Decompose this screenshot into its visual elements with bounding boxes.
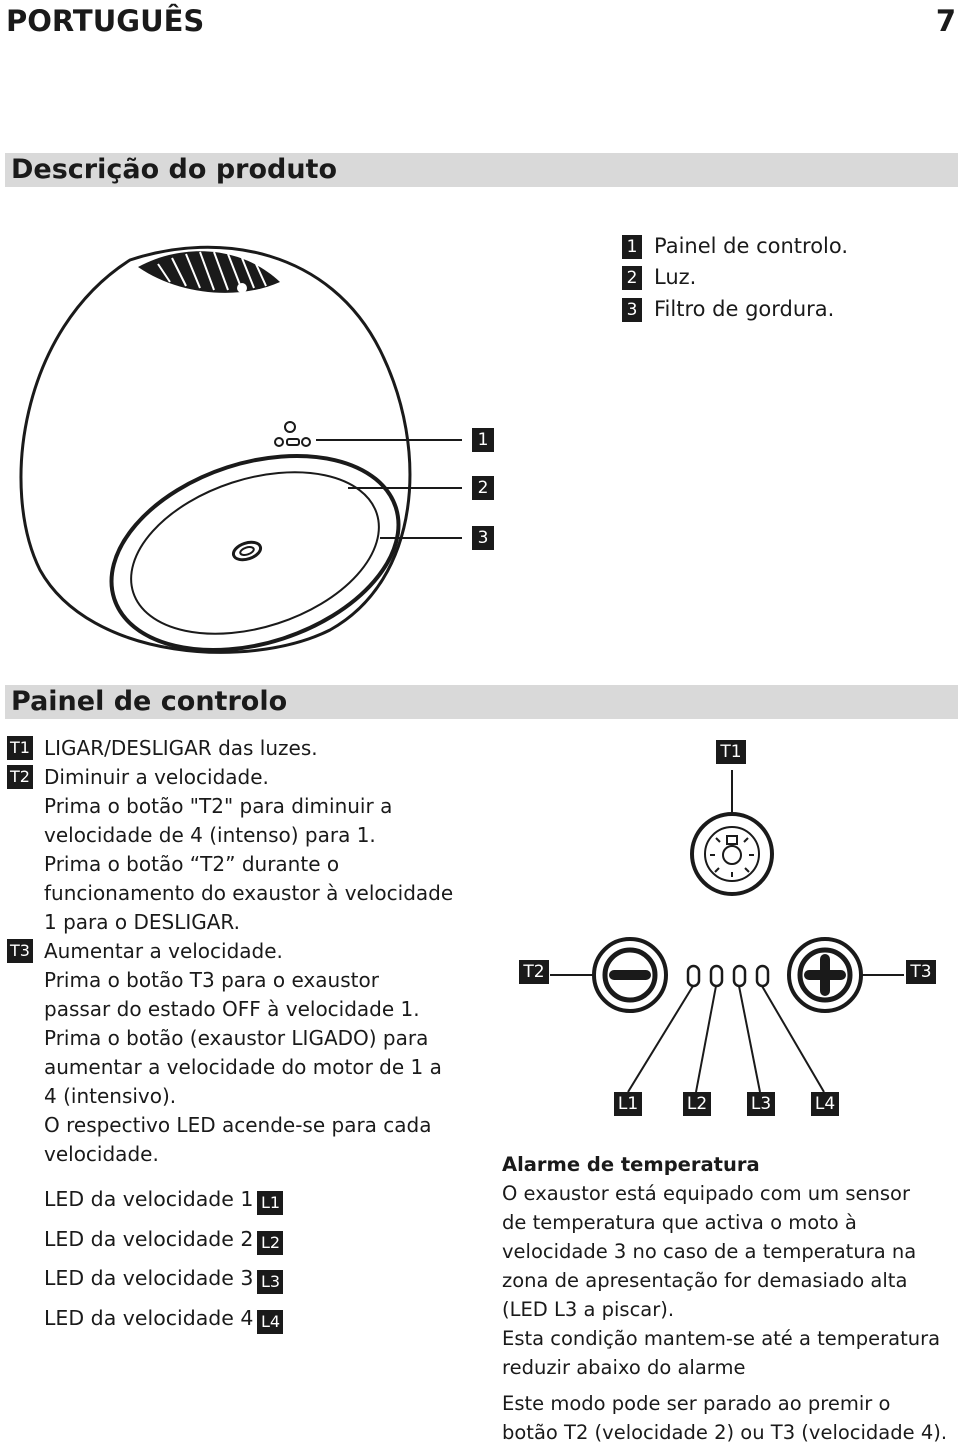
instruction-line: Prima o botão T3 para o exaustor [44, 968, 379, 992]
alarm-line: O exaustor está equipado com um sensor [502, 1182, 910, 1205]
section-title: Painel de controlo [11, 686, 288, 717]
key-t2: T2 [7, 765, 33, 789]
instruction-line: O respectivo LED acende-se para cada [44, 1113, 432, 1137]
light-button-icon [690, 812, 774, 896]
instruction-line: 1 para o DESLIGAR. [44, 910, 240, 934]
instruction-line: funcionamento do exaustor à velocidade [44, 881, 454, 905]
diagram-label-t2: T2 [519, 960, 549, 984]
alarm-line: velocidade 3 no caso de a temperatura na [502, 1240, 917, 1263]
callout-2: 2 [472, 476, 494, 500]
callout-1: 1 [472, 428, 494, 452]
legend-label: Painel de controlo. [654, 234, 849, 258]
led-label: LED da velocidade 4 [44, 1306, 254, 1330]
legend-item: 2 Luz. [622, 262, 696, 292]
alarm-line: reduzir abaixo do alarme [502, 1356, 746, 1379]
led-label: LED da velocidade 2 [44, 1227, 254, 1251]
instruction-line: velocidade. [44, 1142, 159, 1166]
diagram-label-l2: L2 [683, 1092, 711, 1116]
led-label: LED da velocidade 1 [44, 1187, 254, 1211]
alarm-title: Alarme de temperatura [502, 1153, 760, 1176]
alarm-line: Esta condição mantem-se até a temperatur… [502, 1327, 941, 1350]
section-header-control-panel: Painel de controlo [5, 685, 958, 719]
alarm-line: (LED L3 a piscar). [502, 1298, 675, 1321]
key-t3: T3 [7, 939, 33, 963]
alarm-line: zona de apresentação for demasiado alta [502, 1269, 908, 1292]
instruction-line: Prima o botão (exaustor LIGADO) para [44, 1026, 429, 1050]
speed-leds [686, 964, 770, 988]
led-label: LED da velocidade 3 [44, 1266, 254, 1290]
plus-button-icon [787, 937, 863, 1013]
minus-button-icon [592, 937, 668, 1013]
legend-number: 2 [622, 266, 642, 290]
instruction-line: Prima o botão “T2” durante o [44, 852, 340, 876]
diagram-label-t1: T1 [716, 740, 746, 764]
legend-number: 1 [622, 235, 642, 259]
instruction-line: velocidade de 4 (intenso) para 1. [44, 823, 376, 847]
key-t1: T1 [7, 736, 33, 760]
led-code: L2 [257, 1231, 284, 1255]
instruction-line: Prima o botão "T2" para diminuir a [44, 794, 393, 818]
led-code: L3 [257, 1270, 284, 1294]
diagram-label-l4: L4 [811, 1092, 839, 1116]
control-panel-icon [274, 421, 311, 447]
alarm-line: Este modo pode ser parado ao premir o [502, 1392, 891, 1415]
instruction-line: 4 (intensivo). [44, 1084, 177, 1108]
grille-icon [138, 251, 280, 293]
diagram-label-l3: L3 [747, 1092, 775, 1116]
hood-illustration [19, 245, 462, 654]
legend-label: Luz. [654, 265, 697, 289]
section-title: Descrição do produto [11, 154, 338, 185]
led-code: L4 [257, 1310, 284, 1334]
page-number: 7 [935, 4, 956, 38]
instruction-line: LIGAR/DESLIGAR das luzes. [44, 736, 318, 760]
alarm-line: botão T2 (velocidade 2) ou T3 (velocidad… [502, 1421, 948, 1444]
control-panel-diagram [550, 770, 904, 1093]
callout-3: 3 [472, 526, 494, 550]
diagram-label-l1: L1 [614, 1092, 642, 1116]
page-language: PORTUGUÊS [6, 4, 205, 38]
legend-item: 3 Filtro de gordura. [622, 294, 834, 324]
legend-item: 1 Painel de controlo. [622, 231, 848, 261]
callout-lines [316, 439, 462, 539]
led-code: L1 [257, 1191, 284, 1215]
diagram-label-t3: T3 [906, 960, 936, 984]
instruction-line: Aumentar a velocidade. [44, 939, 283, 963]
instruction-line: Diminuir a velocidade. [44, 765, 269, 789]
section-header-product: Descrição do produto [5, 153, 958, 187]
legend-label: Filtro de gordura. [654, 297, 835, 321]
instruction-line: passar do estado OFF à velocidade 1. [44, 997, 420, 1021]
instruction-line: aumentar a velocidade do motor de 1 a [44, 1055, 442, 1079]
alarm-line: de temperatura que activa o moto à [502, 1211, 857, 1234]
legend-number: 3 [622, 298, 642, 322]
